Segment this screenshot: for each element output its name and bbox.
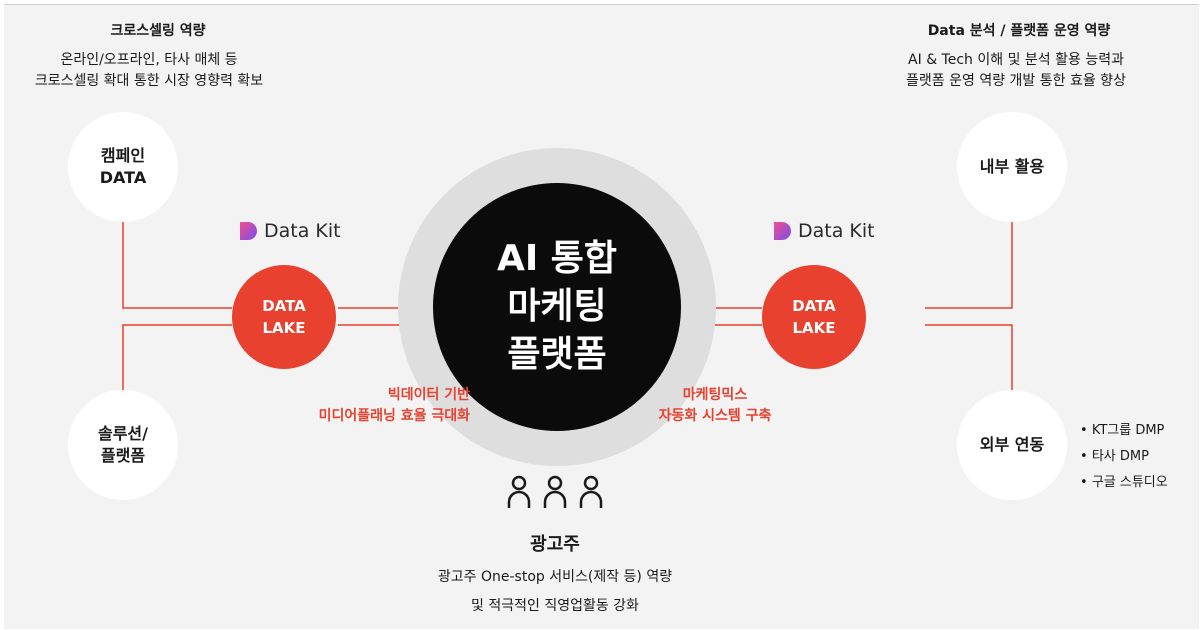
people-icon (507, 475, 603, 508)
advertiser-title: 광고주 (530, 534, 580, 555)
external-integration-list: KT그룹 DMP 타사 DMP 구글 스튜디오 (1080, 418, 1168, 496)
data-lake-line1: DATA (262, 297, 306, 315)
core-line1: AI 통합 (496, 238, 618, 279)
node-solution-line2: 플랫폼 (100, 446, 146, 465)
node-campaign-line1: 캠페인 (100, 146, 146, 165)
data-kit-logo-left: Data Kit (238, 220, 341, 242)
right-header-line2: 플랫폼 운영 역량 개발 통한 효율 향상 (906, 73, 1126, 89)
data-lake-line2: LAKE (792, 319, 836, 337)
node-internal-label: 내부 활용 (979, 157, 1045, 176)
node-solution-line1: 솔루션/ (97, 424, 148, 443)
right-header-line1: AI & Tech 이해 및 분석 활용 능력과 (908, 52, 1124, 68)
node-campaign-data: 캠페인 DATA (68, 112, 178, 222)
left-header-line1: 온라인/오프라인, 타사 매체 등 (60, 52, 238, 68)
data-kit-label: Data Kit (264, 220, 341, 242)
node-external-label: 외부 연동 (979, 435, 1045, 454)
left-caption-line2: 미디어플래닝 효율 극대화 (318, 408, 470, 424)
advertiser-line1: 광고주 One-stop 서비스(제작 등) 역량 (437, 569, 673, 585)
right-caption-line2: 자동화 시스템 구축 (658, 408, 772, 424)
node-internal-use: 내부 활용 (957, 112, 1067, 222)
list-item: 타사 DMP (1080, 444, 1168, 470)
node-external-link: 외부 연동 (957, 390, 1067, 500)
data-kit-icon (240, 222, 257, 240)
ai-marketing-platform-core: AI 통합 마케팅 플랫폼 (433, 183, 681, 431)
list-item: KT그룹 DMP (1080, 418, 1168, 444)
left-header-title: 크로스셀링 역량 (110, 23, 206, 39)
left-caption-line1: 빅데이터 기반 (387, 387, 470, 403)
core-line2: 마케팅 (507, 286, 607, 327)
list-item: 구글 스튜디오 (1080, 470, 1168, 496)
data-lake-right: DATA LAKE (762, 265, 866, 369)
right-header-title: Data 분석 / 플랫폼 운영 역량 (927, 23, 1111, 39)
left-header-line2: 크로스셀링 확대 통한 시장 영향력 확보 (34, 73, 264, 89)
advertiser-line2: 및 적극적인 직영업활동 강화 (471, 598, 639, 614)
data-kit-label: Data Kit (798, 220, 875, 242)
node-solution-platform: 솔루션/ 플랫폼 (68, 390, 178, 500)
data-lake-left: DATA LAKE (232, 265, 336, 369)
data-kit-icon (774, 222, 791, 240)
data-lake-line1: DATA (792, 297, 836, 315)
right-caption-line1: 마케팅믹스 (682, 387, 748, 403)
data-lake-line2: LAKE (262, 319, 306, 337)
core-line3: 플랫폼 (507, 334, 607, 375)
data-kit-logo-right: Data Kit (772, 220, 875, 242)
node-campaign-line2: DATA (99, 168, 147, 187)
